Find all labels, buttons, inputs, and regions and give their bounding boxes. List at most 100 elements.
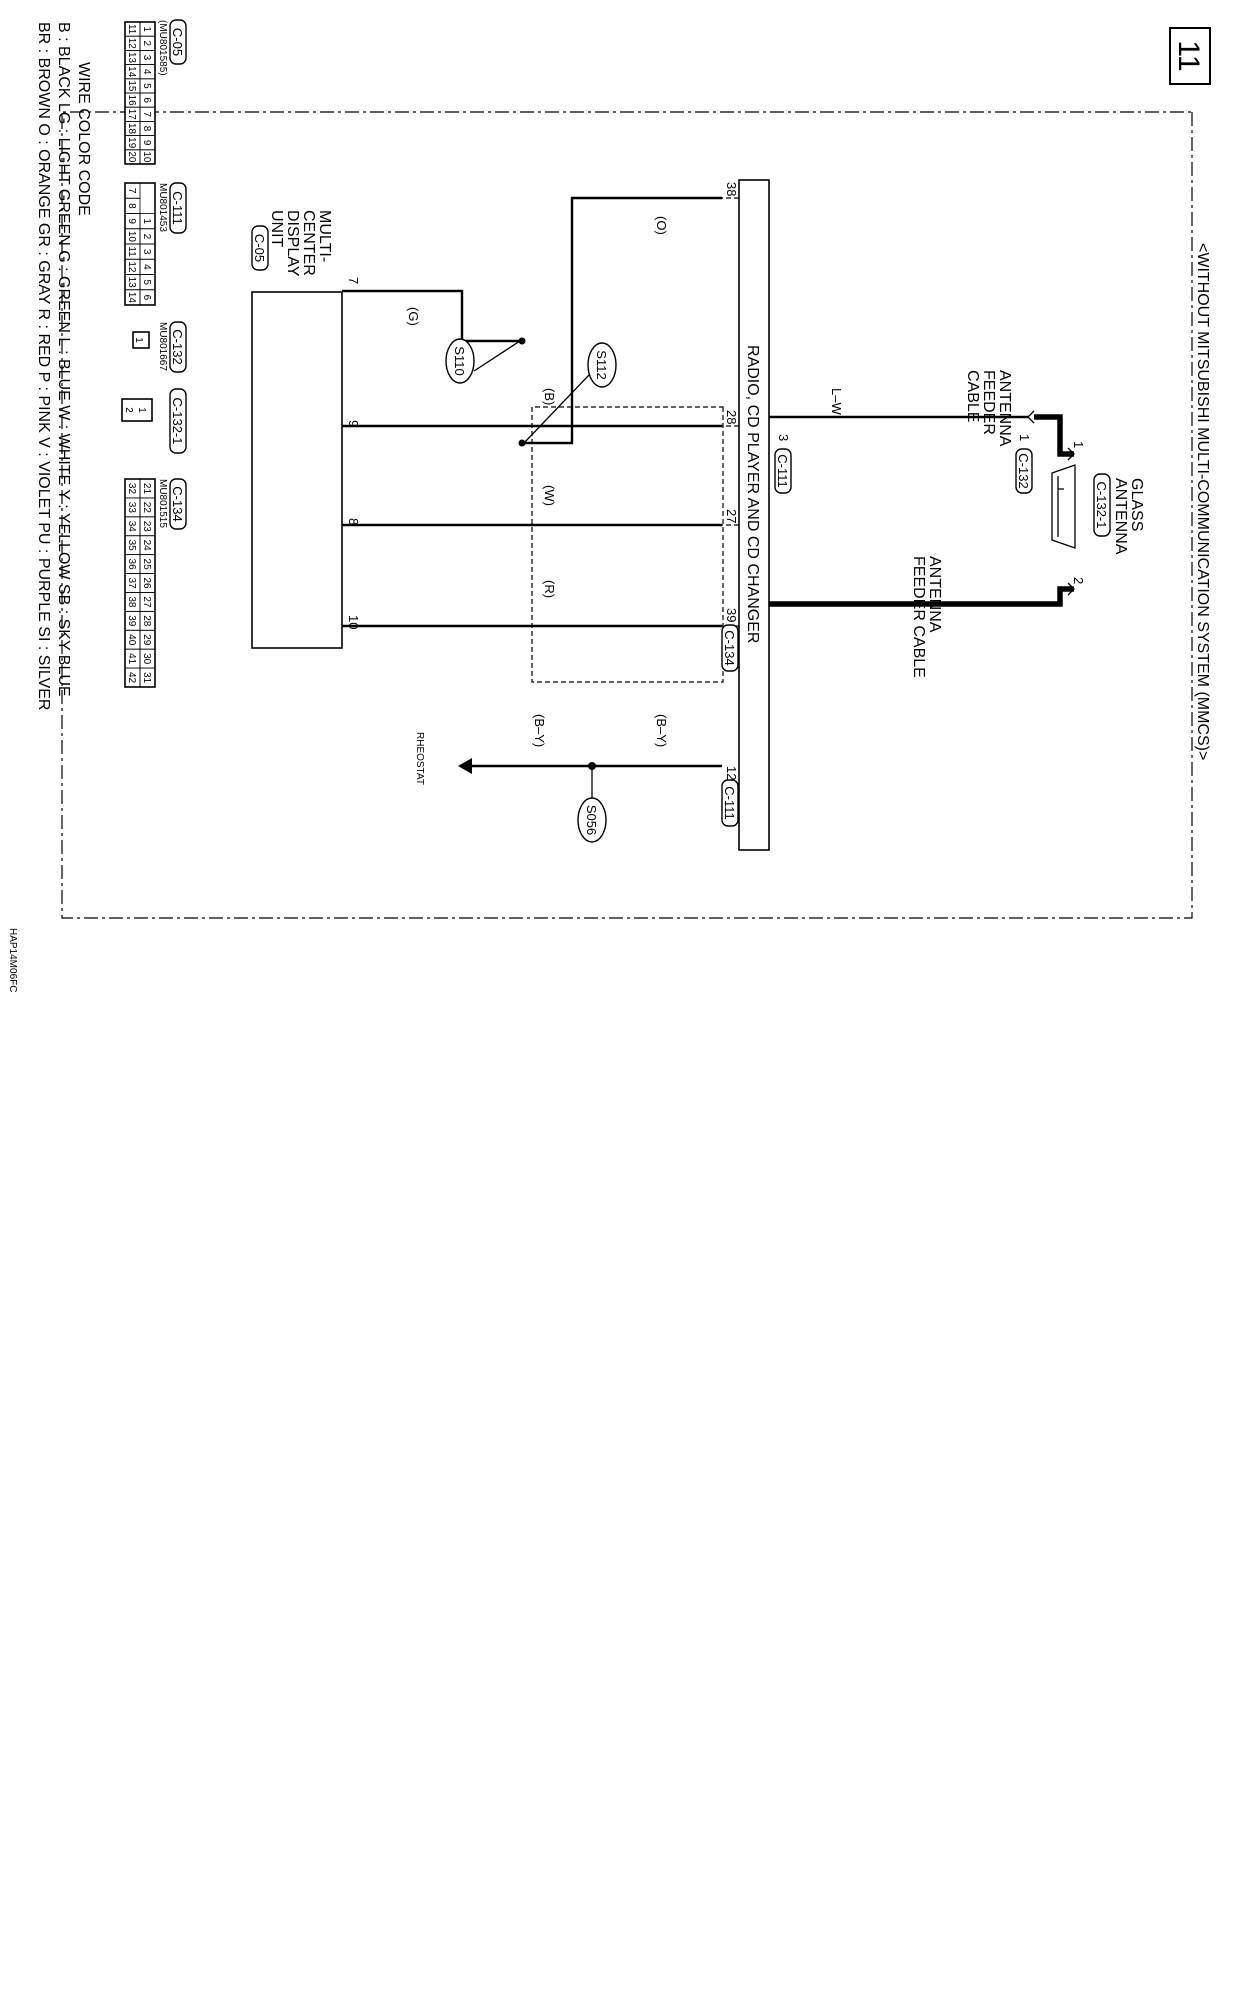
system-title: <WITHOUT MITSUBISHI MULTI-COMMUNICATION … [1194,243,1211,760]
connector-pin-number: 15 [126,80,137,92]
connector-pin-number: 20 [126,151,137,163]
connector-pin-number: 9 [126,218,137,224]
connector-pin-number: 13 [126,52,137,64]
connector-pin-number: 1 [141,26,152,32]
feeder-cable-2-label-2: FEEDER CABLE [910,556,927,678]
pin-antenna-1: 1 [1071,441,1086,448]
pin-display-10: 10 [346,615,361,629]
pin-c132-1: 1 [1017,434,1032,441]
view-c132-1-pin-2: 2 [123,407,134,413]
view-c132-pin: 1 [133,337,144,343]
connector-pin-number: 3 [141,249,152,255]
connector-pin-number: 12 [126,38,137,50]
pin-radio-12: 12 [724,766,739,780]
connector-c132: C-132 [1016,453,1031,488]
connector-pin-cell [124,289,141,306]
connector-pin-number: 39 [126,615,137,627]
glass-antenna-label-1: GLASS [1128,478,1145,531]
connector-pin-number: 11 [126,24,137,35]
connector-c111: C-111 [775,454,790,487]
feeder-cable-1-label-3: CABLE [964,370,981,422]
connector-pin-number: 33 [126,502,137,514]
connector-pin-number: 6 [141,97,152,103]
connector-pin-number: 16 [126,95,137,107]
connector-pin-number: 32 [126,483,137,495]
connector-pin-number: 13 [126,277,137,289]
view-c134-part: MU801515 [157,479,168,528]
display-unit-label-4: UNIT [268,210,285,248]
wire-label-lw: L–W [829,388,844,415]
connector-pin-number: 4 [141,264,152,270]
wire-g [342,289,522,343]
connector-pin-number: 40 [126,634,137,646]
connector-pin-number: 21 [141,483,152,495]
feeder-cable-2-label-1: ANTENNA [926,556,943,633]
antenna-feeder-cable-2 [769,586,1074,607]
page-number: 11 [1172,40,1205,71]
connector-pin-number: 2 [141,41,152,47]
radio-unit-box [738,179,770,851]
pin-display-9: 9 [346,420,361,427]
connector-pin-number: 1 [141,218,152,224]
connector-pin-number: 14 [126,292,137,304]
connector-pin-number: 27 [141,596,152,608]
connector-pin-number: 18 [126,123,137,135]
connector-pin-number: 10 [141,151,152,163]
view-c132-1-pin-1: 1 [136,407,147,413]
connector-pin-number: 30 [141,653,152,665]
view-c05-label: C-05 [170,28,185,56]
connector-pin-number: 5 [141,83,152,89]
drawing-code: HAP14M06FC [7,928,18,992]
connector-pin-number: 4 [141,69,152,75]
display-unit-box [251,291,343,649]
view-c111-part: MU801453 [157,183,168,232]
pin-radio-27: 27 [724,509,739,523]
glass-antenna-label-2: ANTENNA [1112,478,1129,555]
display-unit-label-1: MULTI- [316,210,333,262]
splice-s110: S110 [452,346,467,375]
feeder-cable-1-label-2: FEEDER [980,370,997,435]
connector-pin-number: 6 [141,295,152,301]
display-unit-label-2: CENTER [300,210,317,276]
splice-s112: S112 [594,350,609,379]
connector-pin-number: 22 [141,502,152,514]
wire-o [522,196,722,445]
connector-pin-number: 2 [141,234,152,240]
connector-pin-number: 31 [141,672,152,684]
connector-view-c132-1 [121,398,153,422]
wire-label-o: (O) [654,216,669,235]
antenna-feeder-cable-1 [1034,414,1074,457]
connector-c111-b: C-111 [722,786,737,819]
diagram-border [61,111,1193,919]
connector-pin-number: 9 [141,140,152,146]
display-unit-label-3: DISPLAY [284,210,301,277]
wire-label-by-1: (B–Y) [654,714,669,747]
connector-pin-number: 29 [141,634,152,646]
pin-radio-3: 3 [776,434,791,441]
pin-display-7: 7 [346,277,361,284]
radio-unit-label: RADIO, CD PLAYER AND CD CHANGER [744,345,761,643]
connector-pin-cell [124,667,141,688]
connector-pin-number: 7 [141,112,152,118]
view-c111-label: C-111 [170,191,185,224]
connector-pin-number: 10 [126,231,137,243]
connector-pin-number: 5 [141,279,152,285]
connector-c134: C-134 [722,630,737,665]
wire-color-code-row-1: B : BLACK LG : LIGHT GREEN G : GREEN L :… [55,22,72,697]
pin-radio-38: 38 [724,182,739,196]
connector-pin-number: 23 [141,521,152,533]
connector-pin-number: 8 [126,203,137,209]
view-c132-part: MU801667 [157,322,168,371]
view-c132-1-label: C-132-1 [170,398,185,445]
shield-boundary [531,406,724,683]
connector-pin-number: 25 [141,559,152,571]
connector-view-c132 [132,331,150,349]
view-c05-part: (MU801585) [157,20,168,76]
connector-pin-number: 11 [126,246,137,257]
rheostat-label: RHEOSTAT [414,732,425,785]
glass-antenna-icon [1051,464,1076,549]
feeder-cable-1-label-1: ANTENNA [996,370,1013,447]
wire-color-code-row-2: BR : BROWN O : ORANGE GR : GRAY R : RED … [35,22,52,710]
